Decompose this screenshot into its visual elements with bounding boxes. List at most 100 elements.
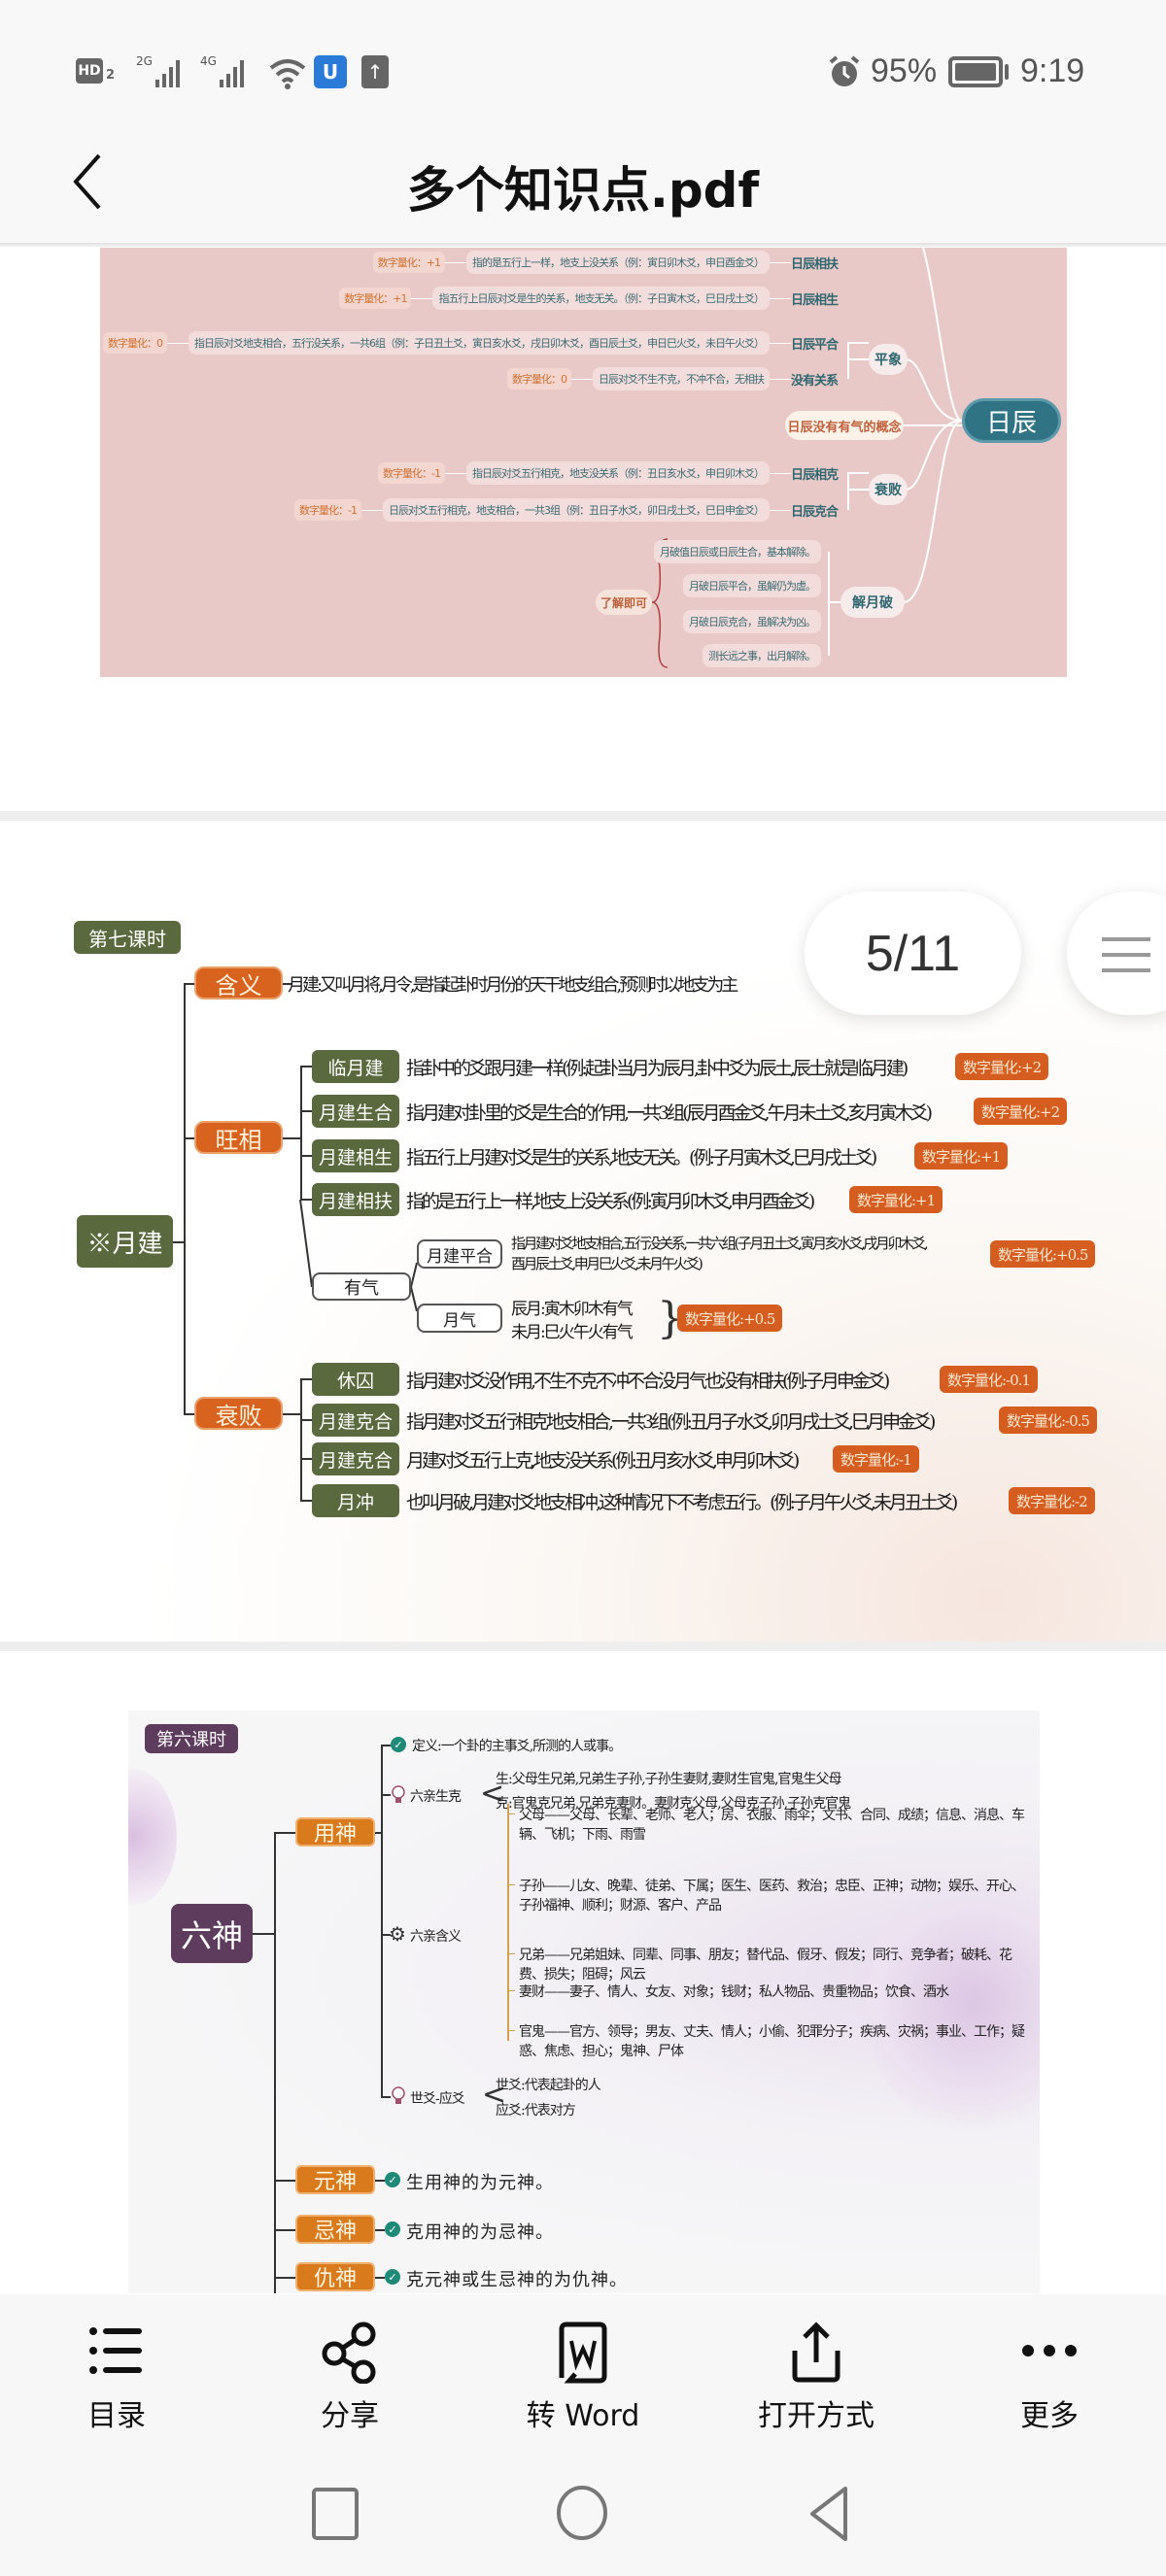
menu-icon — [1102, 937, 1150, 972]
row-label: 临月建 — [312, 1050, 399, 1083]
connector — [184, 1137, 195, 1139]
row-description: 也叫月破,月建对爻地支相冲,这种情况下不考虑五行。(例:子月午火爻,未月丑土爻) — [406, 1492, 958, 1513]
app-notification-icon: U — [314, 55, 347, 88]
connector — [507, 1990, 515, 1991]
connector — [769, 378, 791, 380]
connector — [300, 1500, 312, 1502]
hanyi-label: 六亲含义 — [410, 1929, 462, 1945]
document-title: 多个知识点.pdf — [406, 162, 760, 219]
node-choushen: 仇神 — [295, 2262, 375, 2291]
signal-2g-icon: 2G — [136, 54, 185, 87]
back-icon[interactable] — [806, 2485, 851, 2543]
mindmap-connectors — [651, 248, 963, 668]
row-label: 月冲 — [312, 1484, 399, 1517]
connector — [300, 1067, 302, 1200]
toc-button[interactable]: 目录 — [19, 2294, 214, 2450]
outline-menu-button[interactable] — [1067, 892, 1166, 1015]
quant-tag: 数字量化:+1 — [849, 1186, 943, 1213]
connector — [381, 1794, 391, 1796]
yueqi-line-2: 未月:巳火午火有气 — [511, 1323, 634, 1342]
open-with-button[interactable]: 打开方式 — [719, 2294, 913, 2450]
check-circle-icon: ✓ — [385, 2221, 400, 2237]
quant-label: 数字量化：0 — [102, 332, 167, 354]
row-label: 月建相扶 — [312, 1183, 399, 1216]
home-icon[interactable] — [556, 2485, 608, 2541]
jieyuepo-item: 月破值日辰或日辰生合，基本解除。 — [654, 540, 821, 563]
shengke-label: 六亲生克 — [410, 1789, 462, 1805]
row-description: 日辰对爻不生不克，不冲不合，无相扶 — [592, 367, 770, 390]
meaning-text: 月建:又叫月将,月令,是指起卦时月份的天干地支组合,预测时以地支为主 — [288, 975, 738, 996]
bracket-line — [507, 1804, 509, 2041]
row-description: 指五行上月建对爻是生的关系,地支无关。(例:子月寅木爻,巳月戌土爻) — [406, 1147, 877, 1169]
connector — [274, 1832, 276, 2293]
battery-icon — [948, 56, 1003, 87]
connector — [283, 1137, 300, 1139]
node-description: 克用神的为忌神。 — [406, 2222, 554, 2243]
connector — [300, 1066, 312, 1068]
group-pingxiang: 平象 — [869, 344, 908, 375]
open-with-label: 打开方式 — [758, 2399, 874, 2433]
page-indicator: 5/11 — [805, 892, 1021, 1015]
connector — [769, 509, 791, 511]
sim2-label: 4G — [200, 54, 217, 68]
connector — [769, 342, 791, 344]
connector — [184, 1413, 195, 1415]
connector — [507, 1884, 515, 1885]
upload-icon: ↑ — [361, 55, 389, 88]
connector — [769, 297, 791, 299]
bracket: < — [480, 1777, 505, 1811]
connector — [300, 1458, 312, 1460]
gear-icon: ⚙ — [389, 1922, 406, 1946]
quant-tag: 数字量化:+2 — [955, 1053, 1049, 1080]
check-circle-icon: ✓ — [385, 2172, 400, 2187]
connector — [375, 2229, 385, 2231]
connector — [300, 1110, 312, 1112]
row-label: 日辰相生 — [790, 292, 839, 308]
node-description: 生用神的为元神。 — [406, 2173, 554, 2193]
more-button[interactable]: 更多 — [952, 2294, 1147, 2450]
alarm-icon — [829, 55, 860, 86]
page-number: 5/11 — [865, 925, 961, 982]
bracket: < — [482, 2078, 507, 2112]
row-description: 指卦中的爻跟月建一样(例:起卦当月为辰月,卦中爻为辰土,辰土就是临月建) — [406, 1058, 909, 1079]
connector — [300, 1199, 312, 1201]
connector — [166, 342, 189, 344]
node-yongshen: 用神 — [295, 1817, 375, 1847]
connector — [375, 2180, 385, 2182]
root-liushen: 六神 — [171, 1904, 253, 1963]
share-icon — [322, 2322, 376, 2384]
list-icon — [89, 2327, 142, 2374]
lesson-tag: 第六课时 — [145, 1724, 238, 1753]
status-bar: HD 2 2G 4G U ↑ 95% 9:19 — [0, 0, 1166, 126]
convert-word-button[interactable]: 转 Word — [486, 2294, 680, 2450]
flower-decoration — [867, 1866, 1040, 2138]
quant-label: 数字量化：+1 — [372, 252, 445, 273]
connector — [570, 378, 593, 380]
hanyi-item: 子孙——儿女、晚辈、徒弟、下属；医生、医药、救治；忠臣、正神；动物；娱乐、开心、… — [519, 1879, 1025, 1914]
more-label: 更多 — [1020, 2399, 1079, 2433]
connector — [283, 1413, 300, 1415]
connector — [381, 1745, 391, 1746]
lightbulb-icon — [392, 2086, 405, 2104]
hd-voice-icon: HD — [76, 58, 103, 84]
battery-percent: 95% — [871, 52, 938, 89]
row-label: 月建克合 — [312, 1442, 399, 1475]
app-header: 多个知识点.pdf — [0, 126, 1166, 245]
root-richen-label: 日辰 — [985, 408, 1037, 438]
chevron-left-icon[interactable] — [64, 150, 113, 214]
recent-apps-icon[interactable] — [311, 2487, 360, 2541]
row-label: 月建克合 — [312, 1404, 399, 1437]
petal-decoration — [128, 1769, 177, 1905]
share-button[interactable]: 分享 — [253, 2294, 447, 2450]
toc-label: 目录 — [87, 2399, 146, 2433]
quant-label: 数字量化：-1 — [378, 462, 445, 484]
shiying-line-1: 世爻:代表起卦的人 — [496, 2078, 601, 2093]
connector — [381, 1745, 383, 2096]
node-description: 克元神或生忌神的为仇神。 — [406, 2270, 628, 2290]
quant-label: 数字量化：-1 — [294, 499, 361, 521]
quant-label: 数字量化：+1 — [339, 288, 412, 309]
